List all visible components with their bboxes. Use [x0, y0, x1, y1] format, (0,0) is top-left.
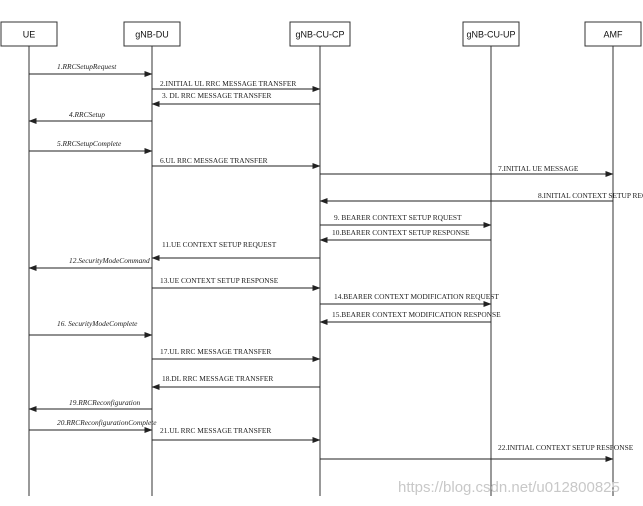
message-label-20: 20.RRCReconfigurationComplete	[57, 418, 157, 427]
message-label-10: 10.BEARER CONTEXT SETUP RESPONSE	[332, 228, 470, 237]
message-label-3: 3. DL RRC MESSAGE TRANSFER	[162, 91, 272, 100]
participant-box-amf	[584, 21, 642, 47]
message-label-8: 8.INITIAL CONTEXT SETUP REQUEST	[538, 191, 643, 200]
participant-box-cuup	[462, 21, 520, 47]
participants: UE gNB-DU gNB-CU-CP gNB-CU-UP AMF	[0, 21, 642, 47]
participant-label-amf: AMF	[604, 30, 624, 40]
message-label-5: 5.RRCSetupComplete	[57, 139, 122, 148]
message-label-22: 22.INITIAL CONTEXT SETUP RESPONSE	[498, 443, 634, 452]
message-label-15: 15.BEARER CONTEXT MODIFICATION RESPONSE	[332, 310, 501, 319]
message-label-17: 17.UL RRC MESSAGE TRANSFER	[160, 347, 271, 356]
message-label-13: 13.UE CONTEXT SETUP RESPONSE	[160, 276, 279, 285]
participant-label-ue: UE	[23, 30, 36, 40]
message-label-21: 21.UL RRC MESSAGE TRANSFER	[160, 426, 271, 435]
lifelines	[28, 46, 614, 496]
message-label-2: 2.INITIAL UL RRC MESSAGE TRANSFER	[160, 79, 296, 88]
message-label-12: 12.SecurityModeCommand	[69, 256, 150, 265]
messages: 1.RRCSetupRequest 2.INITIAL UL RRC MESSAG…	[28, 62, 643, 462]
watermark-text: https://blog.csdn.net/u012800825	[398, 479, 620, 496]
message-label-16: 16. SecurityModeComplete	[57, 319, 138, 328]
message-label-9: 9. BEARER CONTEXT SETUP RQUEST	[334, 213, 462, 222]
message-label-6: 6.UL RRC MESSAGE TRANSFER	[160, 156, 268, 165]
message-label-14: 14.BEARER CONTEXT MODIFICATION REQUEST	[334, 292, 499, 301]
message-label-1: 1.RRCSetupRequest	[57, 62, 117, 71]
message-label-4: 4.RRCSetup	[69, 110, 105, 119]
participant-label-cuup: gNB-CU-UP	[466, 30, 515, 40]
participant-box-ue	[0, 21, 58, 47]
message-label-18: 18.DL RRC MESSAGE TRANSFER	[162, 374, 273, 383]
participant-label-cucp: gNB-CU-CP	[295, 30, 344, 40]
message-label-7: 7.INITIAL UE MESSAGE	[498, 164, 579, 173]
participant-box-cucp	[289, 21, 351, 47]
message-label-11: 11.UE CONTEXT SETUP REQUEST	[162, 240, 277, 249]
message-label-19: 19.RRCReconfiguration	[69, 398, 141, 407]
participant-label-du: gNB-DU	[135, 30, 169, 40]
participant-box-du	[123, 21, 181, 47]
